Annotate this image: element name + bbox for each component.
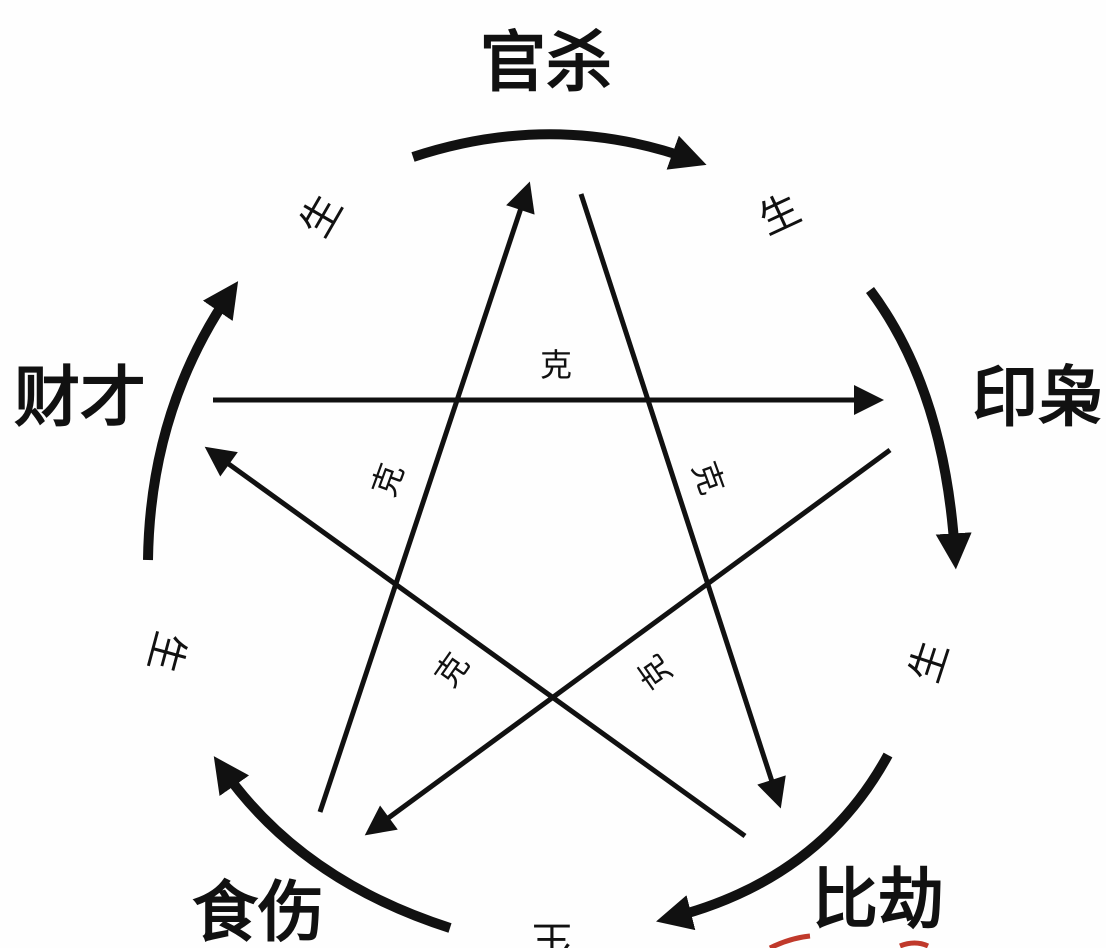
sheng-label-left: 生 (139, 627, 194, 678)
node-guansha: 官杀 (480, 24, 612, 101)
ke-line-bijie-to-caicai (204, 446, 747, 839)
ke-line-shishang-to-guansha (317, 181, 535, 813)
ke-label-bottom-right: 克 (630, 648, 679, 696)
ke-label-left: 克 (365, 458, 412, 501)
node-shishang: 食伤 (192, 874, 324, 948)
node-caicai: 财才 (14, 359, 146, 436)
sheng-arc-yinxiao-to-bijie (865, 287, 972, 570)
red-stamp-fragment (768, 933, 811, 948)
ke-line-yinxiao-to-shishang (364, 447, 892, 836)
sheng-arc-caicai-to-guansha (143, 281, 239, 561)
ke-line-guansha-to-bijie (578, 193, 786, 809)
sheng-label-top-left: 生 (292, 187, 352, 245)
red-stamp-fragment-2 (899, 940, 930, 948)
sheng-label-bottom: 生 (532, 917, 572, 948)
node-yinxiao: 印枭 (972, 359, 1104, 436)
sheng-arc-guansha-to-yinxiao (411, 129, 707, 170)
sheng-arc-shishang-to-caicai (213, 756, 452, 933)
ke-label-top: 克 (540, 346, 572, 384)
sheng-label-top-right: 生 (752, 186, 808, 245)
node-bijie: 比劫 (812, 861, 944, 938)
sheng-label-right: 生 (902, 636, 958, 688)
sheng-arc-bijie-to-shishang (656, 752, 893, 931)
ke-label-right: 克 (685, 456, 732, 499)
ke-label-bottom-left: 克 (427, 646, 476, 694)
